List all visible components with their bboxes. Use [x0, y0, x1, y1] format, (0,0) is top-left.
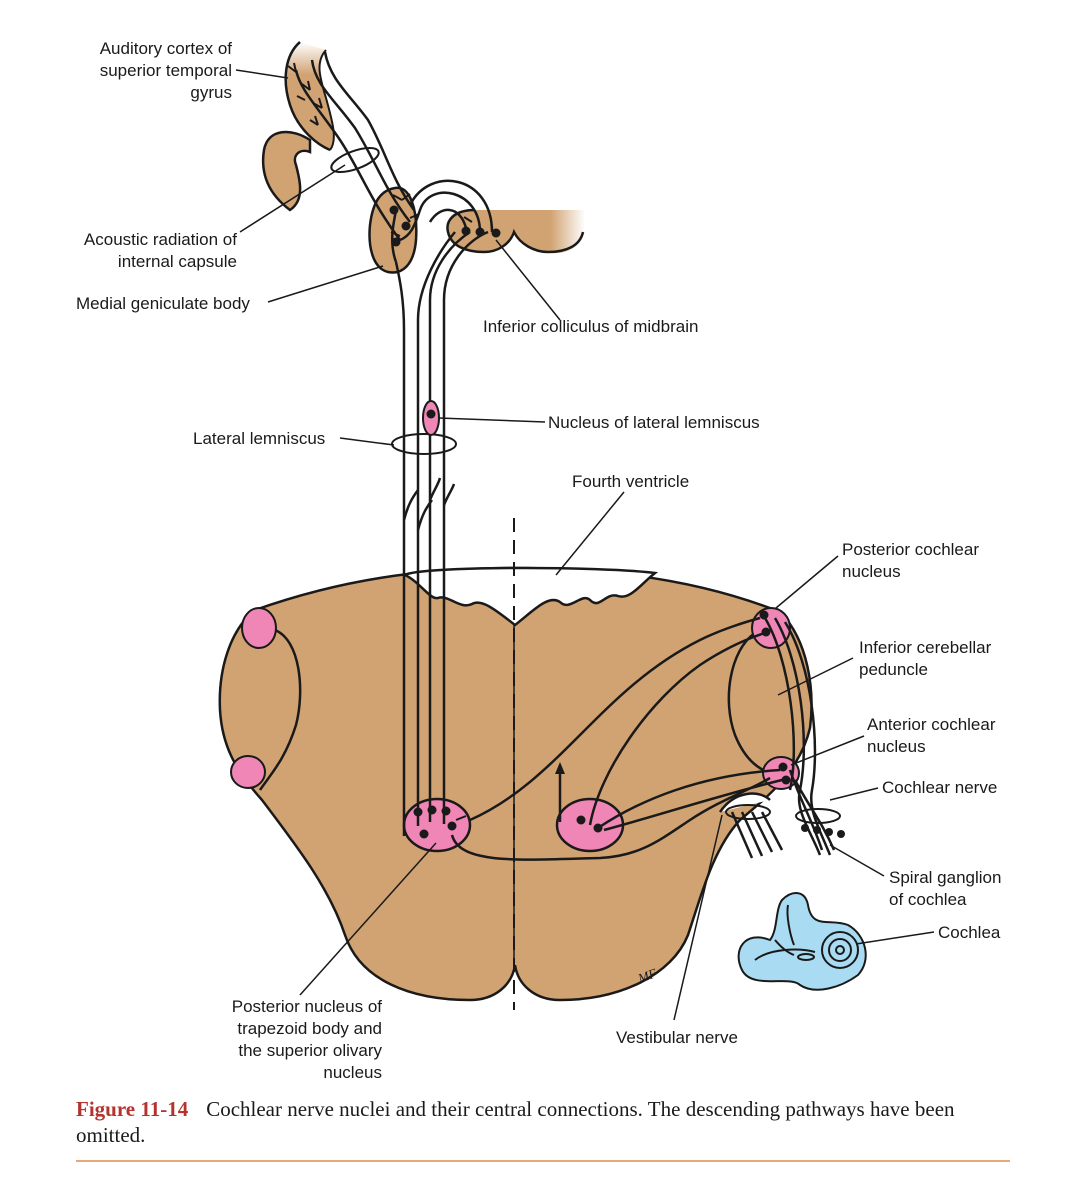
leader-lines	[235, 69, 935, 1021]
left-superior-olivary-nucleus	[402, 797, 472, 853]
label-medial-geniculate: Medial geniculate body	[76, 294, 250, 313]
medulla-connection-fibers	[450, 616, 783, 861]
label-spiral-ganglion-text: Spiral ganglion of cochlea	[889, 868, 1002, 909]
label-nucleus-lateral-lemniscus: Nucleus of lateral lemniscus	[548, 413, 760, 432]
label-spiral-ganglion: Spiral ganglion of cochlea	[889, 867, 1001, 911]
label-anterior-cochlear-text: Anterior cochlear nucleus	[867, 715, 996, 756]
inferior-colliculi	[447, 209, 585, 254]
left-peduncle-outline	[258, 628, 302, 791]
label-anterior-cochlear: Anterior cochlear nucleus	[867, 714, 996, 758]
cochlea-spiral	[821, 931, 859, 969]
cochlear-pathway-diagram: MF	[218, 41, 935, 1021]
lemniscus-collateral-ticks	[402, 477, 456, 531]
label-posterior-nucleus-trapezoid-text: Posterior nucleus of trapezoid body and …	[231, 997, 382, 1082]
gyrus-outline	[284, 41, 331, 152]
cortex-terminal-ticks	[287, 62, 323, 126]
caption-text: Cochlear nerve nuclei and their central …	[76, 1097, 955, 1147]
gyrus-outline-inner	[318, 49, 335, 151]
label-lateral-lemniscus: Lateral lemniscus	[193, 429, 326, 448]
brainstem-section	[218, 566, 813, 1002]
cochlear-nerve-ring	[795, 808, 841, 824]
label-cochlear-nerve: Cochlear nerve	[882, 778, 998, 797]
left-anterior-cochlear-nucleus	[230, 755, 266, 789]
fourth-ventricle	[402, 566, 659, 627]
ascending-arrow-head	[555, 762, 565, 774]
artist-mark: MF	[635, 965, 660, 986]
label-auditory-cortex-text: Auditory cortex of superior temporal gyr…	[99, 39, 232, 102]
caption-rule	[76, 1160, 1010, 1162]
insula-lobe	[261, 130, 312, 212]
label-fourth-ventricle: Fourth ventricle	[572, 472, 690, 491]
cochlea-shape	[737, 892, 867, 991]
label-acoustic-radiation: Acoustic radiation of internal capsule	[84, 229, 237, 273]
label-inferior-cerebellar: Inferior cerebellar peduncle	[859, 637, 991, 681]
label-auditory-cortex: Auditory cortex of superior temporal gyr…	[100, 38, 232, 104]
label-posterior-cochlear: Posterior cochlear nucleus	[842, 539, 979, 583]
lateral-lemniscus-ring	[391, 433, 457, 455]
left-posterior-cochlear-nucleus	[241, 607, 277, 649]
synaptic-terminal-ticks	[390, 193, 473, 821]
vestibular-ring	[725, 804, 771, 820]
label-inferior-cerebellar-text: Inferior cerebellar peduncle	[859, 638, 992, 679]
neuron-cell-bodies	[389, 205, 791, 839]
label-acoustic-radiation-text: Acoustic radiation of internal capsule	[83, 230, 237, 271]
acoustic-radiation-fibers	[294, 51, 416, 241]
spiral-ganglion-cells	[801, 824, 845, 838]
colliculus-to-geniculate-fibers	[399, 179, 494, 242]
semicircular-canals	[754, 904, 816, 961]
right-peduncle-outline	[727, 631, 779, 777]
label-posterior-cochlear-text: Posterior cochlear nucleus	[842, 540, 980, 581]
label-cochlea: Cochlea	[938, 923, 1001, 942]
inferior-colliculi-outline	[446, 208, 585, 254]
lateral-lemniscus-fibers	[390, 209, 489, 836]
figure-number: Figure 11-14	[76, 1097, 189, 1121]
label-inferior-colliculus: Inferior colliculus of midbrain	[483, 317, 699, 336]
label-posterior-nucleus-trapezoid: Posterior nucleus of trapezoid body and …	[232, 996, 382, 1084]
label-vestibular-nerve: Vestibular nerve	[616, 1028, 738, 1047]
